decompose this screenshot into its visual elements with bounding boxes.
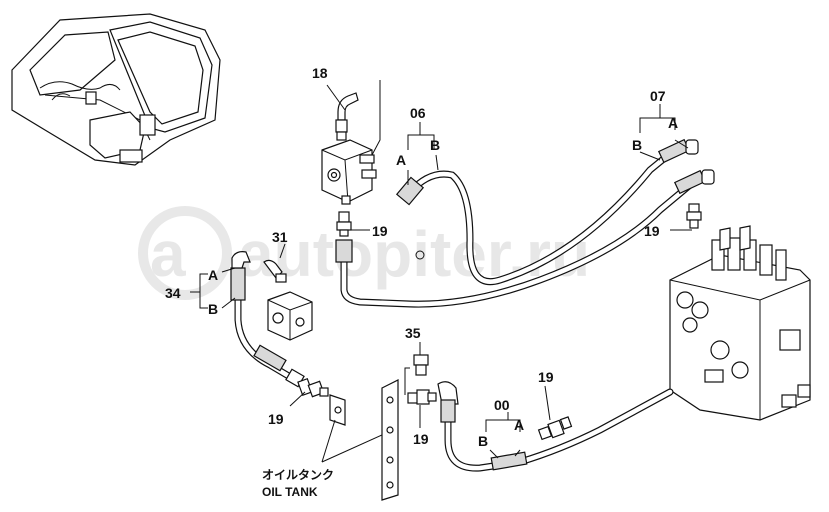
fitting-19-mid [407, 389, 437, 405]
label-07: 07 [650, 88, 666, 104]
watermark-text: autopiter.ru [238, 218, 590, 290]
label-19-left: 19 [268, 411, 284, 427]
label-oil-tank-jp: オイルタンク [262, 468, 334, 482]
label-19-top: 19 [372, 223, 388, 239]
label-19-mid: 19 [413, 431, 429, 447]
label-34-b: B [208, 301, 218, 317]
fitting-19-bottom [537, 416, 573, 441]
label-00: 00 [494, 397, 510, 413]
label-19-right: 19 [644, 223, 660, 239]
watermark-a-glyph: a [150, 218, 186, 290]
fitting-18 [335, 92, 359, 141]
label-34: 34 [165, 285, 181, 301]
valve-block-18 [321, 139, 377, 205]
label-06-a: A [396, 152, 406, 168]
hose-07-fittings [657, 138, 715, 195]
label-06-b: B [430, 137, 440, 153]
label-00-a: A [514, 417, 524, 433]
label-35: 35 [405, 325, 421, 341]
hose-34 [230, 251, 305, 388]
fitting-35 [413, 354, 429, 376]
fitting-19-right [686, 203, 702, 229]
hose-00 [437, 381, 674, 472]
hose-06 [335, 148, 694, 308]
part-labels: 18 06 07 A B B A 19 19 31 34 A B 35 19 1… [165, 65, 678, 499]
fitting-19-top [336, 211, 352, 237]
block-31 [267, 291, 313, 341]
bracket-plate-left [329, 394, 346, 426]
fitting-19-left [297, 377, 329, 398]
label-07-b: B [632, 137, 642, 153]
label-19-bottom: 19 [538, 369, 554, 385]
oil-tank-plate [381, 379, 399, 501]
watermark: a autopiter.ru [138, 206, 590, 300]
control-valve [669, 225, 811, 421]
label-oil-tank-en: OIL TANK [262, 485, 318, 499]
label-34-a: A [208, 267, 218, 283]
label-07-a: A [668, 115, 678, 131]
label-00-b: B [478, 433, 488, 449]
fitting-31 [263, 259, 287, 283]
label-31: 31 [272, 229, 288, 245]
leader-lines [190, 80, 692, 463]
label-18: 18 [312, 65, 328, 81]
excavator-thumbnail [11, 13, 221, 166]
label-06: 06 [410, 105, 426, 121]
